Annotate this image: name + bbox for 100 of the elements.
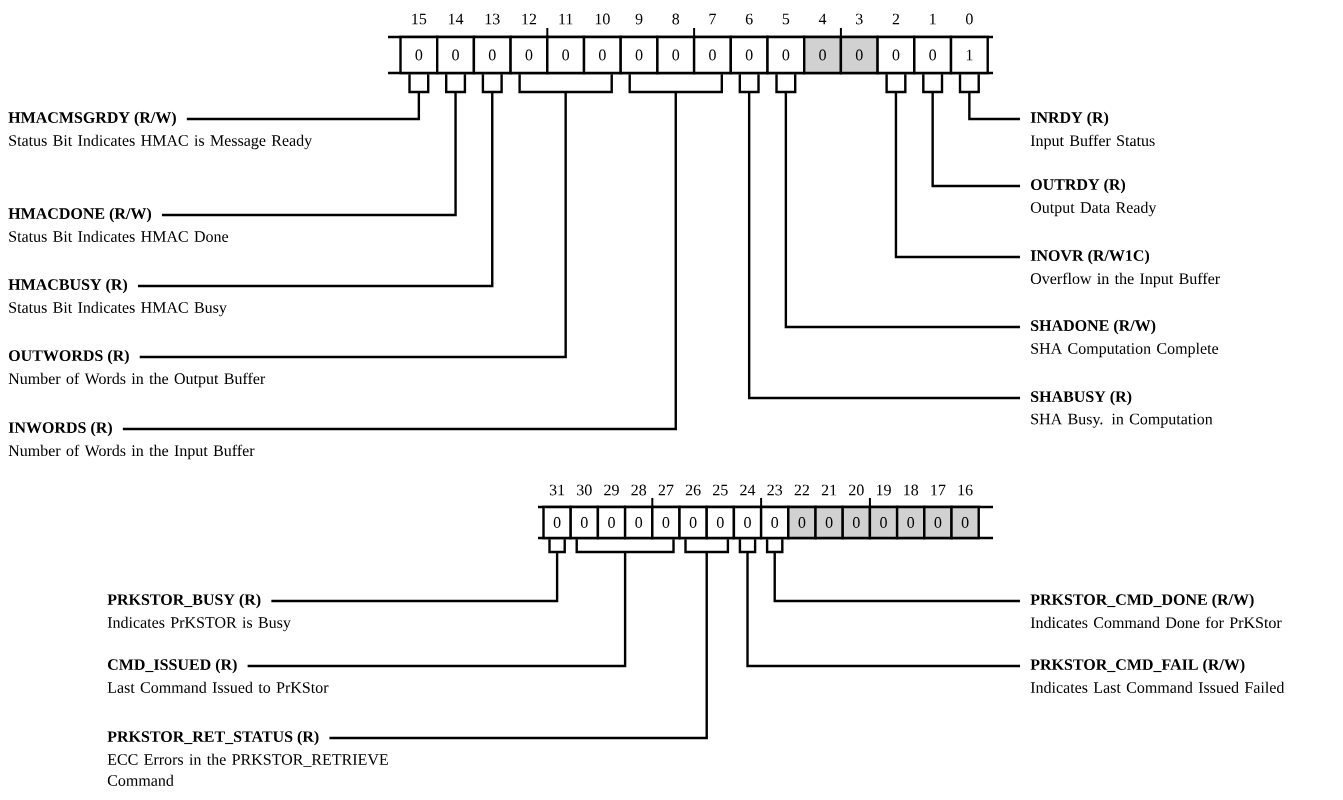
bit-cell: 0	[803, 35, 843, 75]
bit-number: 1	[930, 13, 936, 25]
field-label: PRKSTOR_CMD_FAIL (R/W) Indicates Last Command Issued Failed	[1030, 658, 1285, 693]
bit-cell: 0	[619, 35, 659, 75]
field-label: PRKSTOR_BUSY (R) Indicates PrKSTOR is Busy	[107, 593, 291, 632]
bit-number: 31	[549, 484, 565, 496]
bit-number: 4	[818, 13, 827, 25]
bit-cell: 1	[949, 35, 989, 75]
bit-cell: 0	[923, 505, 953, 540]
bit-bracket	[885, 74, 907, 94]
bit-number: 23	[767, 484, 783, 496]
bit-cell: 0	[542, 505, 572, 540]
bit-number: 21	[821, 484, 837, 496]
bit-bracket	[481, 74, 503, 94]
bit-number: 2	[892, 13, 900, 25]
field-label: SHADONE (R/W) SHA Computation Complete	[1031, 319, 1219, 358]
bit-bracket	[765, 539, 784, 554]
bit-bracket	[548, 539, 566, 554]
field-label: PRKSTOR_CMD_DONE (R/W) Indicates Command Done for PrKStor	[1030, 593, 1282, 629]
bit-number: 5	[782, 13, 790, 25]
bit-number: 8	[672, 13, 680, 25]
leader-line	[747, 92, 1020, 400]
leader-line	[784, 92, 1020, 329]
bit-number: 19	[876, 484, 891, 496]
bit-cell: 0	[692, 35, 732, 75]
bit-number: 3	[856, 13, 863, 25]
bit-cell: 0	[596, 505, 627, 540]
bit-cell: 0	[759, 505, 790, 540]
leader-line	[137, 92, 494, 288]
bit-cell: 0	[651, 505, 681, 540]
bit-number: 18	[904, 484, 919, 496]
bit-number: 20	[849, 484, 864, 496]
bit-number: 25	[713, 484, 728, 496]
bit-cell: 0	[732, 505, 763, 540]
field-label: HMACDONE (R/W) Status Bit Indicates HMAC Done	[8, 207, 229, 242]
leader-line	[271, 552, 559, 603]
field-label: HMACBUSY (R) Status Bit Indicates HMAC Busy	[8, 278, 227, 317]
bit-cell: 0	[678, 505, 708, 540]
field-label: HMACMSGRDY (R/W) Status Bit Indicates HMAC is Message Ready	[8, 111, 313, 150]
bit-cell: 0	[436, 35, 476, 75]
bit-number: 11	[559, 13, 573, 25]
bit-bracket	[628, 74, 723, 94]
bit-cell: 0	[895, 505, 926, 540]
field-label: CMD_ISSUED (R) Last Command Issued to PrKStor	[107, 658, 329, 693]
bit-bracket	[738, 74, 760, 94]
bit-bracket	[445, 74, 467, 94]
bit-number: 17	[931, 484, 946, 496]
field-label: PRKSTOR_RET_STATUS (R) ECC Errors in the PRKSTOR_RETRIEVE Command	[107, 730, 388, 786]
bit-cell: 0	[839, 35, 879, 75]
bit-cell: 0	[546, 35, 586, 75]
leader-line	[931, 92, 1020, 188]
leader-line	[746, 552, 1020, 668]
bit-cell: 0	[656, 35, 696, 75]
bit-number: 16	[958, 484, 973, 496]
field-label: OUTRDY (R) Output Data Ready	[1030, 178, 1157, 217]
field-label: INRDY (R) Input Buffer Status	[1030, 111, 1155, 150]
leader-line	[894, 92, 1020, 259]
leader-line	[186, 92, 421, 121]
bit-cell: 0	[787, 505, 817, 540]
bit-number: 14	[448, 13, 464, 25]
bit-cell: 0	[868, 505, 899, 540]
bit-number: 0	[966, 13, 973, 25]
bit-bracket	[408, 74, 430, 94]
leader-line	[161, 92, 457, 217]
bit-number: 13	[485, 13, 500, 25]
bit-cell: 0	[509, 35, 549, 75]
bit-number: 26	[685, 484, 701, 496]
leader-line	[139, 92, 567, 359]
bit-cell: 0	[472, 35, 512, 75]
bit-number: 7	[709, 13, 716, 25]
bit-cell: 0	[569, 505, 600, 540]
field-label: OUTWORDS (R) Number of Words in the Output Buffer	[8, 349, 266, 388]
bit-number: 30	[577, 484, 592, 496]
bit-bracket	[575, 539, 675, 554]
bit-bracket	[922, 74, 944, 94]
bit-cell: 0	[876, 35, 916, 75]
bit-number: 27	[658, 484, 674, 496]
bit-number: 28	[631, 484, 647, 496]
bit-bracket	[775, 74, 797, 94]
bit-number: 10	[595, 13, 610, 25]
leader-line	[329, 552, 708, 740]
bit-bracket	[684, 539, 730, 554]
bit-number: 15	[412, 13, 427, 25]
bit-cell: 0	[814, 505, 844, 540]
field-label: SHABUSY (R) SHA Busy. in Computation	[1031, 390, 1213, 428]
leader-line	[122, 92, 677, 431]
bit-cell: 0	[582, 35, 622, 75]
bit-number: 12	[522, 13, 537, 25]
bit-cell: 0	[913, 35, 953, 75]
field-label: INWORDS (R) Number of Words in the Input Buffer	[8, 421, 255, 460]
bit-number: 6	[745, 13, 753, 25]
bit-cell: 0	[766, 35, 806, 75]
bit-cell: 0	[841, 505, 872, 540]
leader-line	[968, 92, 1020, 121]
leader-line	[247, 552, 627, 668]
leader-line	[773, 552, 1020, 603]
bit-bracket	[518, 74, 613, 94]
bit-cell: 0	[623, 505, 654, 540]
bit-number: 24	[740, 484, 756, 496]
bit-cell: 0	[950, 505, 980, 540]
